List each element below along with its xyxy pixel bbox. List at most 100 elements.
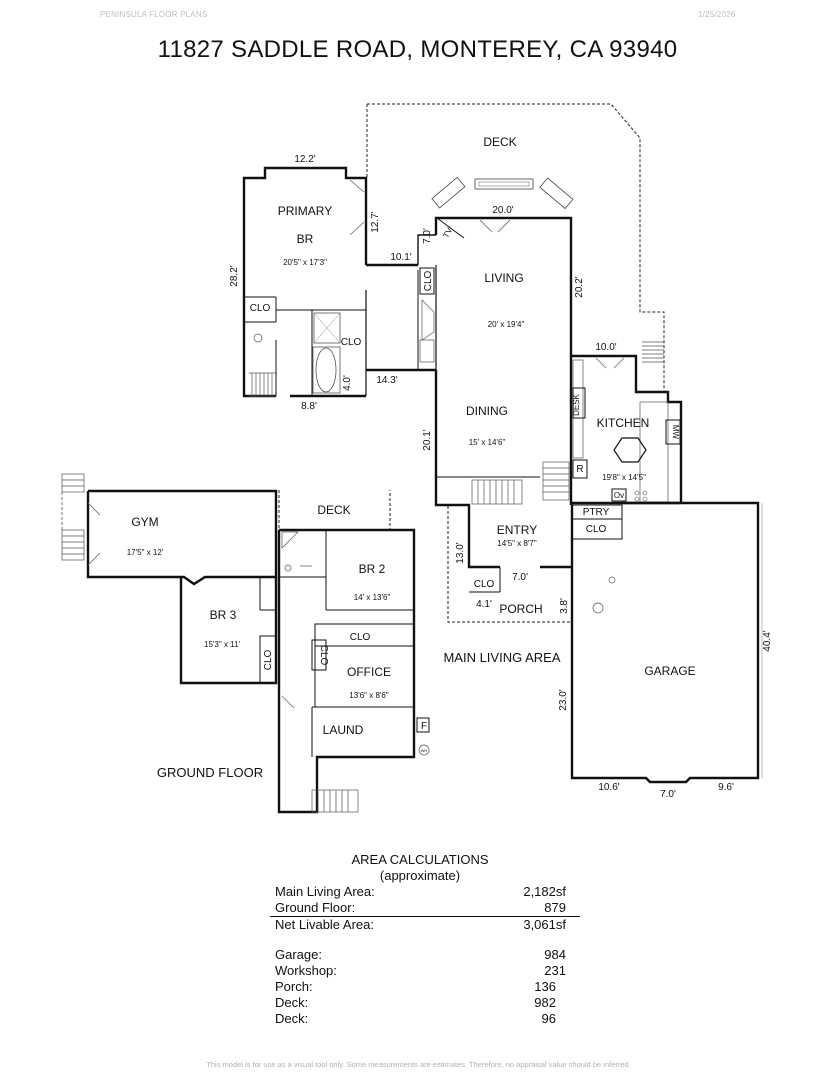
area-row-ground: Ground Floor: 879 — [270, 900, 580, 917]
area-label: Deck: — [275, 1011, 309, 1026]
primary-br-label: PRIMARY — [278, 204, 332, 218]
primary-clo-label: CLO — [250, 303, 271, 314]
dim-4-1: 4.1' — [476, 599, 492, 610]
deck-main-label: DECK — [483, 135, 516, 149]
area-row-garage: Garage: 984 — [270, 947, 580, 963]
living-size: 20' x 19'4" — [488, 320, 525, 329]
area-title: AREA CALCULATIONS — [351, 852, 489, 867]
dining-size: 15' x 14'6" — [469, 438, 506, 447]
dim-10-1: 10.1' — [390, 252, 411, 263]
primary-br-size: 20'5" x 17'3" — [283, 258, 327, 267]
dim-12-7: 12.7' — [370, 211, 381, 232]
garage-label: GARAGE — [644, 664, 695, 678]
hall-clo-label: CLO — [423, 270, 434, 291]
area-row-workshop: Workshop: 231 — [270, 963, 580, 979]
tv-label: TV — [441, 226, 454, 240]
office-size: 13'6" x 8'6" — [349, 691, 389, 700]
dim-28-2: 28.2' — [229, 265, 240, 286]
living-label: LIVING — [484, 271, 523, 285]
entry-label: ENTRY — [497, 523, 537, 537]
office-clo-label-h: CLO — [350, 632, 371, 643]
br2-size: 14' x 13'6" — [354, 593, 391, 602]
pantry-label: PTRY — [583, 507, 610, 518]
mw-label: MW — [671, 425, 680, 440]
area-row-deck-2: Deck: 96 — [270, 1011, 580, 1027]
living-dining-walls — [434, 216, 683, 503]
dim-14-3: 14.3' — [376, 375, 397, 386]
area-row-porch: Porch: 136 — [270, 979, 580, 995]
dim-9-6: 9.6' — [718, 782, 734, 793]
kitchen-size: 19'8" x 14'5" — [602, 473, 646, 482]
area-value: 2,182sf — [523, 884, 566, 899]
deck-ground-label: DECK — [317, 503, 350, 517]
br3-clo-label: CLO — [263, 649, 274, 670]
primary-br-label-2: BR — [297, 232, 314, 246]
furnace-label: F — [421, 721, 427, 732]
area-value: 3,061sf — [523, 917, 566, 932]
dim-7-0-a: 7.0' — [422, 228, 433, 244]
dim-12-2: 12.2' — [294, 154, 315, 165]
oven-label: Ov — [614, 491, 624, 500]
br3-walls — [179, 577, 278, 685]
company-name: PENINSULA FLOOR PLANS — [100, 10, 208, 19]
dim-23-0: 23.0' — [558, 689, 569, 710]
area-value: 231 — [544, 963, 566, 978]
area-value: 879 — [544, 900, 566, 915]
area-row-net: Net Livable Area: 3,061sf — [270, 917, 580, 933]
area-value: 96 — [541, 1011, 556, 1026]
ground-floor-label: GROUND FLOOR — [157, 765, 263, 780]
kitchen-label: KITCHEN — [597, 416, 650, 430]
dim-8-8: 8.8' — [301, 401, 317, 412]
br3-size: 15'3" x 11' — [204, 640, 240, 649]
area-row-deck-1: Deck: 982 — [270, 995, 580, 1011]
primary-wing-walls — [242, 166, 368, 398]
dim-3-8: 3.8' — [559, 598, 570, 614]
dining-label: DINING — [466, 404, 508, 418]
fridge-label: R — [576, 464, 583, 475]
dim-20-2: 20.2' — [574, 276, 585, 297]
garage-walls — [570, 501, 760, 784]
dim-20-0: 20.0' — [492, 205, 513, 216]
office-label: OFFICE — [347, 665, 391, 679]
entry-clo-label: CLO — [474, 579, 495, 590]
dim-7-0-c: 7.0' — [660, 789, 676, 800]
dim-40-4: 40.4' — [762, 630, 773, 651]
dim-20-1: 20.1' — [422, 429, 433, 450]
gym-label: GYM — [131, 515, 158, 529]
area-row-main: Main Living Area: 2,182sf — [270, 884, 580, 900]
primary-clo-label-2: CLO — [341, 337, 362, 348]
laundry-label: LAUND — [323, 723, 364, 737]
br3-label: BR 3 — [210, 608, 237, 622]
area-label: Deck: — [275, 995, 309, 1010]
office-clo-label-v: CLO — [318, 645, 329, 666]
area-label: Main Living Area: — [275, 884, 375, 899]
dim-4-0: 4.0' — [342, 375, 353, 391]
water-heater-label: WH — [421, 748, 428, 753]
area-label: Workshop: — [275, 963, 337, 978]
gym-size: 17'5" x 12' — [127, 548, 164, 557]
dim-7-0-b: 7.0' — [512, 572, 528, 583]
area-value: 984 — [544, 947, 566, 962]
br2-walls — [277, 528, 416, 814]
area-label: Garage: — [275, 947, 322, 962]
br2-label: BR 2 — [359, 562, 386, 576]
area-label: Net Livable Area: — [275, 917, 375, 932]
area-subtitle: (approximate) — [379, 868, 461, 883]
dim-13-0: 13.0' — [455, 542, 466, 563]
entry-size: 14'5" x 8'7" — [497, 539, 537, 548]
area-value: 982 — [534, 995, 556, 1010]
gym-walls — [86, 489, 278, 586]
disclaimer: This model is for use as a visual tool o… — [206, 1060, 629, 1069]
area-calculations: AREA CALCULATIONS (approximate) Main Liv… — [270, 852, 580, 1027]
area-label: Porch: — [275, 979, 313, 994]
area-label: Ground Floor: — [275, 900, 356, 915]
plan-date: 1/25/2026 — [698, 10, 736, 19]
page-title: 11827 SADDLE ROAD, MONTEREY, CA 93940 — [157, 36, 678, 63]
dim-10-6: 10.6' — [598, 782, 619, 793]
main-living-area-label: MAIN LIVING AREA — [443, 650, 560, 665]
kitchen-clo-label: CLO — [586, 524, 607, 535]
dim-10-0: 10.0' — [595, 342, 616, 353]
dimension-labels: 12.2' 12.7' 7.0' 20.0' 10.1' 28.2' 20.2'… — [229, 154, 773, 800]
deck-outline-main — [367, 103, 665, 393]
